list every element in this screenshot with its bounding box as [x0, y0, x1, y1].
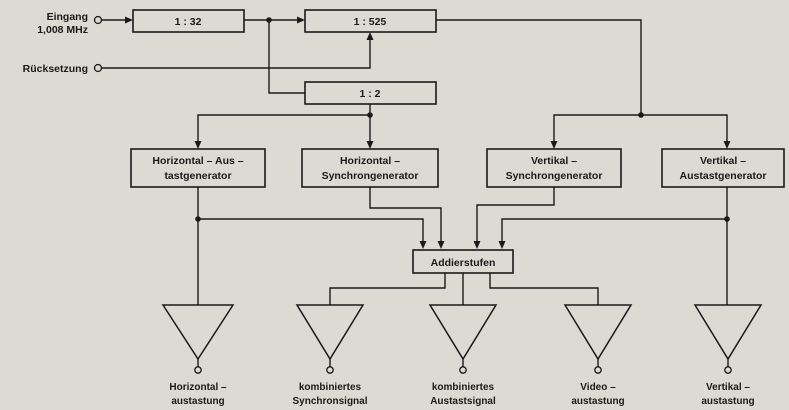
amplifier-combined-blanking: [428, 304, 498, 374]
divider-1-32-label: 1 : 32: [175, 16, 202, 28]
horizontal-sync-generator-label-1: Horizontal –: [340, 155, 400, 167]
horizontal-blanking-generator: Horizontal – Aus – tastgenerator: [130, 148, 266, 188]
input-eingang-label: Eingang: [47, 11, 88, 23]
amplifier-vertical-blanking: [693, 304, 763, 374]
output-label-4-line2: austastung: [571, 396, 624, 407]
horizontal-blanking-generator-label-1: Horizontal – Aus –: [152, 155, 243, 167]
input-frequency-label: 1,008 MHz: [37, 24, 88, 36]
adder-stage-label: Addierstufen: [431, 257, 496, 269]
amplifier-horizontal-blanking: [161, 304, 235, 374]
output-wiring: [197, 219, 728, 305]
amplifier-video-blanking: [563, 304, 633, 374]
horizontal-sync-generator: Horizontal – Synchrongenerator: [301, 148, 439, 188]
divider-1-2: 1 : 2: [304, 81, 437, 105]
divider-1-525-label: 1 : 525: [354, 16, 387, 28]
output-label-3-line1: kombiniertes: [432, 382, 495, 393]
vertical-blanking-generator-label-2: Austastgenerator: [680, 170, 767, 182]
output-label-5-line1: Vertikal –: [706, 382, 750, 393]
output-label-5-line2: austastung: [701, 396, 754, 407]
top-wiring: [102, 16, 731, 149]
vertical-sync-generator: Vertikal – Synchrongenerator: [486, 148, 622, 188]
input-ruecksetzung-terminal: [93, 63, 103, 73]
output-label-2-line1: kombiniertes: [299, 382, 362, 393]
output-label-3-line2: Austastsignal: [430, 396, 496, 407]
divider-1-2-label: 1 : 2: [359, 88, 380, 100]
divider-1-525: 1 : 525: [304, 9, 437, 33]
output-label-2-line2: Synchronsignal: [292, 396, 367, 407]
horizontal-blanking-generator-label-2: tastgenerator: [164, 170, 231, 182]
adder-wiring: [195, 187, 730, 249]
divider-1-32: 1 : 32: [132, 9, 245, 33]
vertical-sync-generator-label-2: Synchrongenerator: [506, 170, 603, 182]
output-label-1-line1: Horizontal –: [169, 382, 227, 393]
horizontal-sync-generator-label-2: Synchrongenerator: [322, 170, 419, 182]
amplifier-combined-sync: [295, 304, 365, 374]
vertical-blanking-generator: Vertikal – Austastgenerator: [661, 148, 785, 188]
adder-stage: Addierstufen: [412, 249, 514, 274]
input-ruecksetzung-label: Rücksetzung: [23, 63, 88, 75]
vertical-blanking-generator-label-1: Vertikal –: [700, 155, 746, 167]
input-eingang-terminal: [93, 15, 103, 25]
output-label-1-line2: austastung: [171, 396, 224, 407]
vertical-sync-generator-label-1: Vertikal –: [531, 155, 577, 167]
output-label-4-line1: Video –: [580, 382, 616, 393]
